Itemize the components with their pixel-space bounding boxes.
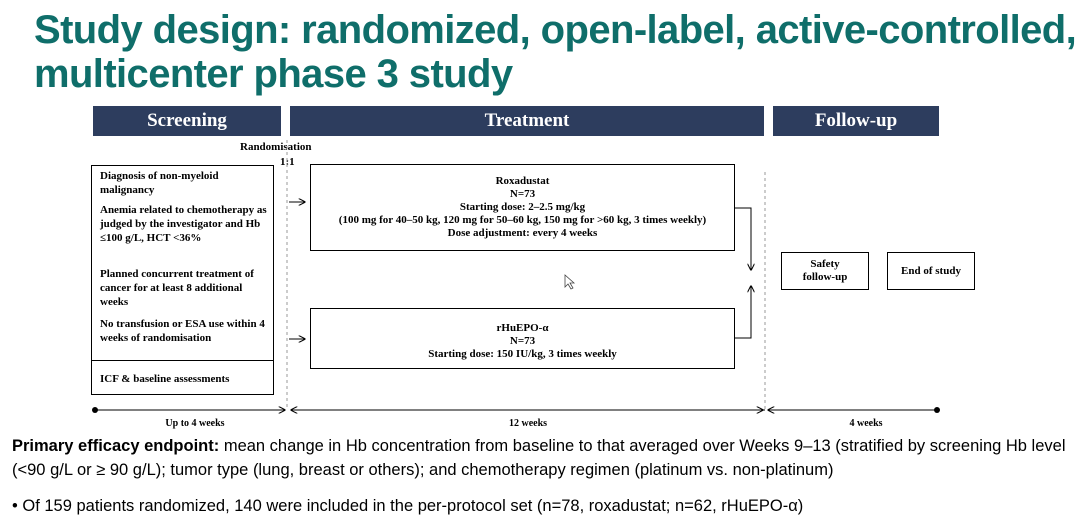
end-of-study-box: End of study bbox=[887, 252, 975, 290]
timeline-label-screening: Up to 4 weeks bbox=[165, 418, 225, 429]
randomisation-label: Randomisation 1:1 bbox=[240, 140, 340, 170]
criteria-divider bbox=[92, 360, 273, 361]
roxadustat-arm-box: Roxadustat N=73 Starting dose: 2–2.5 mg/… bbox=[310, 164, 735, 251]
criterion-1: Diagnosis of non-myeloid malignancy bbox=[100, 170, 219, 196]
timeline-label-treatment: 12 weeks bbox=[508, 418, 548, 429]
randomisation-text: Randomisation bbox=[240, 141, 312, 153]
timeline-label-followup: 4 weeks bbox=[849, 418, 883, 429]
roxadustat-name: Roxadustat bbox=[495, 175, 550, 187]
criterion-3: Planned concurrent treatment of cancer f… bbox=[100, 268, 254, 308]
baseline-assessments: ICF & baseline assessments bbox=[100, 373, 230, 385]
rhuepo-name: rHuEPO-α bbox=[496, 322, 549, 334]
primary-endpoint-description: mean change in Hb concentration from bas… bbox=[12, 437, 1066, 479]
roxadustat-dose: Starting dose: 2–2.5 mg/kg bbox=[459, 201, 586, 213]
end-of-study-text: End of study bbox=[901, 264, 961, 277]
phase-followup: Follow-up bbox=[773, 106, 939, 136]
phase-treatment: Treatment bbox=[290, 106, 764, 136]
primary-endpoint-label: Primary efficacy endpoint: bbox=[12, 437, 220, 455]
criterion-2: Anemia related to chemotherapy as judged… bbox=[100, 204, 267, 244]
safety-line-2: follow-up bbox=[802, 271, 848, 283]
safety-followup-box: Safety follow-up bbox=[781, 252, 869, 290]
primary-endpoint-text: Primary efficacy endpoint: mean change i… bbox=[12, 434, 1077, 482]
eligibility-criteria-box: Diagnosis of non-myeloid malignancy Anem… bbox=[91, 165, 274, 395]
rhuepo-arm-box: rHuEPO-α N=73 Starting dose: 150 IU/kg, … bbox=[310, 308, 735, 369]
results-bullet-text: Of 159 patients randomized, 140 were inc… bbox=[22, 497, 804, 515]
roxadustat-dose-detail: (100 mg for 40–50 kg, 120 mg for 50–60 k… bbox=[338, 214, 707, 226]
rhuepo-n: N=73 bbox=[509, 335, 536, 347]
rhuepo-to-followup-connector bbox=[735, 286, 751, 339]
roxadustat-to-followup-connector bbox=[735, 207, 751, 270]
criterion-4: No transfusion or ESA use within 4 weeks… bbox=[100, 318, 265, 344]
safety-line-1: Safety bbox=[810, 258, 840, 270]
phase-screening: Screening bbox=[93, 106, 281, 136]
mouse-cursor-icon bbox=[564, 274, 576, 290]
roxadustat-n: N=73 bbox=[509, 188, 536, 200]
rhuepo-dose: Starting dose: 150 IU/kg, 3 times weekly bbox=[428, 348, 617, 360]
roxadustat-adjustment: Dose adjustment: every 4 weeks bbox=[447, 227, 598, 239]
randomisation-ratio: 1:1 bbox=[280, 156, 295, 168]
title-line-2: multicenter phase 3 study bbox=[34, 52, 513, 96]
title-line-1: Study design: randomized, open-label, ac… bbox=[34, 8, 1077, 52]
slide-title: Study design: randomized, open-label, ac… bbox=[34, 8, 1077, 96]
results-bullet: • Of 159 patients randomized, 140 were i… bbox=[12, 497, 804, 515]
